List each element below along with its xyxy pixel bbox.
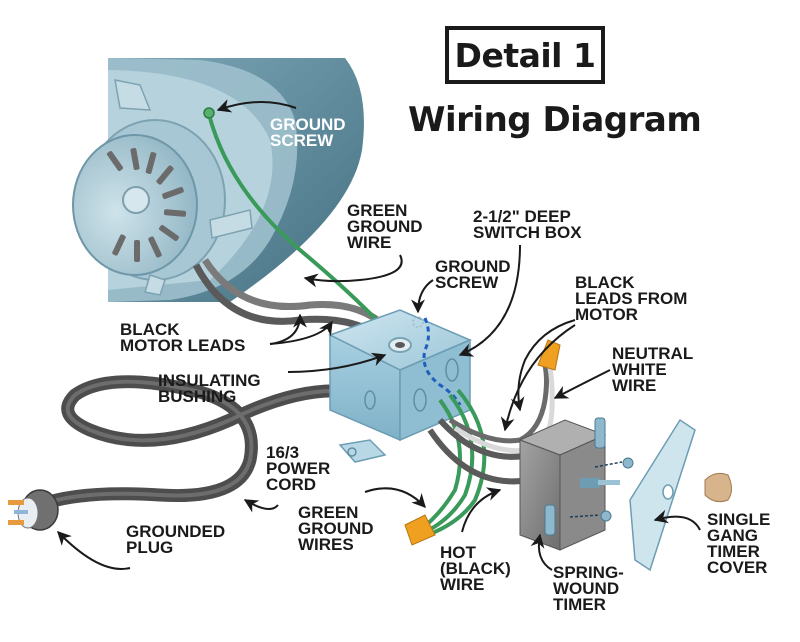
cover-hole [662, 484, 674, 500]
arrow-timer-cover [653, 509, 701, 531]
motor-bracket [209, 209, 253, 239]
grounded-plug [8, 489, 59, 531]
motor-vents [107, 147, 187, 262]
arrow-ground-screw-motor [216, 99, 297, 113]
label-black-motor-leads: BLACK MOTOR LEADS [120, 320, 246, 355]
timer-knob [704, 472, 732, 503]
plug-prong [8, 520, 24, 525]
arrow-ground-screw-box [411, 279, 434, 314]
label-power-cord: 16/3 POWER CORD [266, 443, 331, 494]
knockout [364, 390, 376, 410]
timer-shaft [598, 480, 620, 485]
spring-wound-timer [518, 417, 634, 551]
motor-bracket [114, 79, 152, 111]
wire-nut [537, 339, 561, 371]
motor-bracket [144, 274, 166, 296]
arrow-neutral-white-wire [553, 369, 611, 399]
arrow-black-motor-leads [269, 320, 333, 345]
detail-title: Detail 1 [454, 35, 596, 75]
motor-ground-screw [203, 107, 215, 119]
green-ground-wire [429, 388, 487, 536]
arrow-black-leads [500, 324, 576, 432]
arrow-insulating-bushing [287, 352, 387, 373]
mounting-tab [338, 439, 387, 463]
label-insulating-bushing: INSULATING BUSHING [158, 371, 261, 406]
label-hot-black-wire: HOT (BLACK) WIRE [440, 543, 511, 594]
mounting-screw [600, 510, 612, 522]
mounting-screw [622, 457, 634, 469]
arrow-green-ground-wires [364, 487, 426, 509]
label-spring-wound-timer: SPRING- WOUND TIMER [553, 563, 624, 614]
label-grounded-plug: GROUNDED PLUG [126, 522, 226, 557]
arrow-green-ground-wire [303, 254, 403, 288]
arrow-switch-box [458, 244, 521, 357]
label-black-leads-from-motor: BLACK LEADS FROM MOTOR [575, 273, 688, 324]
label-neutral-white-wire: NEUTRAL WHITE WIRE [612, 344, 694, 395]
motor-shaft [122, 186, 150, 214]
label-timer-cover: SINGLE GANG TIMER COVER [707, 510, 771, 577]
switch-box [328, 309, 472, 463]
detail-title-box: Detail 1 [445, 26, 605, 84]
arrow-hot-black-wire [461, 487, 502, 533]
diagram-title: Wiring Diagram [408, 100, 702, 140]
green-ground-wire [424, 393, 475, 534]
leader-lines [57, 99, 701, 571]
knockout [413, 388, 427, 412]
label-green-ground-wires: GREEN GROUND WIRES [298, 503, 374, 554]
label-green-ground-wire: GREEN GROUND WIRE [347, 201, 423, 252]
arrow-black-leads [510, 319, 576, 412]
arrow-grounded-plug [57, 530, 131, 570]
arrow-spring-wound-timer [530, 533, 553, 571]
arrow-power-cord [243, 499, 279, 513]
green-ground-wire [208, 117, 402, 347]
timer-mounting-ear [594, 417, 606, 449]
black-lead [448, 364, 549, 444]
timer-spring [580, 478, 600, 488]
knockout [445, 358, 459, 382]
label-ground-screw-motor: GROUND SCREW [270, 115, 346, 150]
timer-cover-plate [629, 418, 696, 572]
box-ground-screw [412, 316, 424, 328]
motor-housing [72, 58, 364, 302]
timer-mounting-ear [544, 504, 556, 536]
wire-nut [404, 514, 436, 546]
plug-ground-pin [14, 510, 28, 514]
plug-prong [8, 500, 24, 505]
label-switch-box: 2-1/2" DEEP SWITCH BOX [473, 207, 582, 242]
label-ground-screw-box: GROUND SCREW [435, 257, 511, 292]
